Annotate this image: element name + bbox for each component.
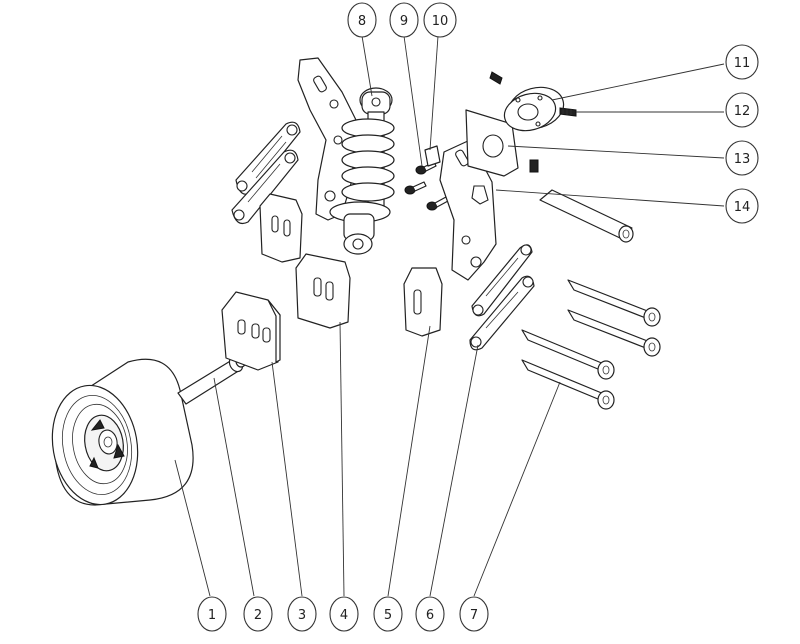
part-12-screw xyxy=(559,107,577,117)
part-7-pins xyxy=(521,279,661,410)
balloon-4: 4 xyxy=(329,596,359,632)
balloon-label-9: 9 xyxy=(400,14,408,29)
balloon-1: 1 xyxy=(197,596,227,632)
part-9-screw xyxy=(404,161,437,195)
balloon-label-7: 7 xyxy=(470,608,478,623)
left-bracket xyxy=(297,57,357,221)
balloon-10: 10 xyxy=(423,2,457,38)
part-6-links xyxy=(469,244,535,351)
balloon-12: 12 xyxy=(725,92,759,128)
balloon-9: 9 xyxy=(389,2,419,38)
part-4-plate xyxy=(295,253,351,329)
part-1-wheel xyxy=(51,358,194,506)
balloon-label-3: 3 xyxy=(298,608,306,623)
balloon-7: 7 xyxy=(459,596,489,632)
balloon-2: 2 xyxy=(243,596,273,632)
balloon-label-10: 10 xyxy=(432,14,449,29)
pin-upper xyxy=(539,189,634,243)
left-links xyxy=(231,121,301,225)
balloon-13: 13 xyxy=(725,140,759,176)
balloon-label-1: 1 xyxy=(208,608,216,623)
balloon-label-6: 6 xyxy=(426,608,434,623)
part-11-hub xyxy=(503,86,565,132)
balloon-label-2: 2 xyxy=(254,608,262,623)
part-13-plate xyxy=(465,109,519,177)
balloon-8: 8 xyxy=(347,2,377,38)
balloon-label-14: 14 xyxy=(734,200,751,215)
balloon-label-5: 5 xyxy=(384,608,392,623)
balloon-label-8: 8 xyxy=(358,14,366,29)
part-14-bracket xyxy=(439,139,497,281)
set-screws xyxy=(489,71,539,173)
balloon-label-12: 12 xyxy=(734,104,751,119)
part-5-plate xyxy=(403,267,443,337)
balloon-label-11: 11 xyxy=(734,56,751,71)
small-plate-left xyxy=(259,193,303,263)
balloon-label-4: 4 xyxy=(340,608,348,623)
balloon-14: 14 xyxy=(725,188,759,224)
leader-lines xyxy=(174,35,725,597)
balloon-11: 11 xyxy=(725,44,759,80)
part-3-plate xyxy=(221,291,281,371)
balloon-6: 6 xyxy=(415,596,445,632)
part-8-shock-absorber xyxy=(329,87,395,255)
balloon-3: 3 xyxy=(287,596,317,632)
balloon-5: 5 xyxy=(373,596,403,632)
balloon-label-13: 13 xyxy=(734,152,751,167)
